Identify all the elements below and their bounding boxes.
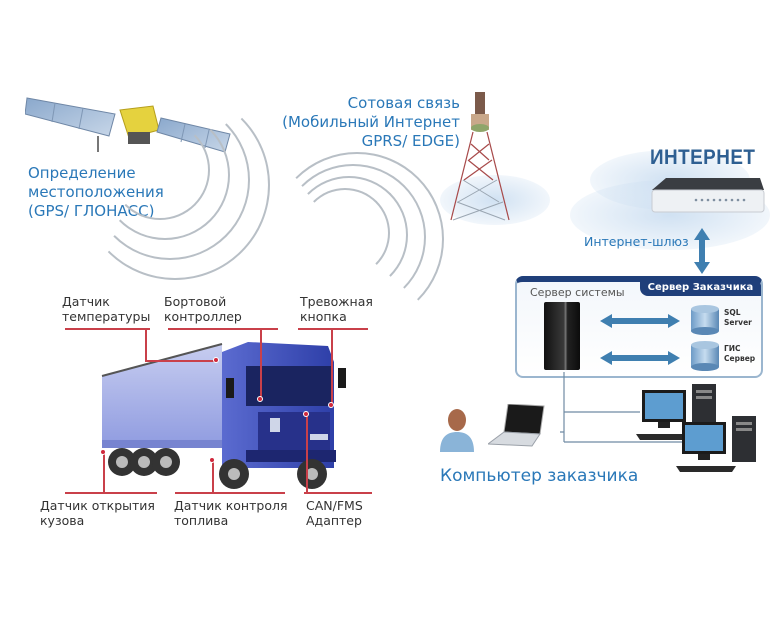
gis-sync-arrow-icon (600, 350, 680, 365)
system-server-tab: Сервер системы (530, 286, 625, 299)
internet-title: ИНТЕРНЕТ (650, 146, 756, 169)
onboard-controller-label: Бортовой контроллер (164, 294, 242, 324)
sql-database-icon (690, 304, 720, 336)
body-open-sensor-label: Датчик открытия кузова (40, 498, 155, 528)
customer-computer-label: Компьютер заказчика (440, 466, 639, 486)
truck-icon (98, 338, 370, 498)
alarm-button-label: Тревожная кнопка (300, 294, 373, 324)
fuel-sensor-label: Датчик контроля топлива (174, 498, 288, 528)
gis-server-label: ГИС Сервер (724, 344, 756, 363)
gateway-double-arrow-icon (694, 228, 710, 274)
user-avatar-icon (440, 406, 474, 452)
can-fms-adapter-label: CAN/FMS Адаптер (306, 498, 363, 528)
desktop-computer-icon (636, 384, 722, 440)
customer-server-tab: Сервер Заказчика (640, 280, 761, 296)
router-icon (648, 176, 766, 218)
gateway-label: Интернет-шлюз (584, 234, 689, 249)
fuel-sensor-marker (209, 457, 215, 463)
server-tower-icon (542, 302, 582, 372)
alarm-button-marker (328, 402, 334, 408)
can-fms-adapter-marker (303, 411, 309, 417)
temperature-sensor-marker (213, 357, 219, 363)
temperature-sensor-label: Датчик температуры (62, 294, 151, 324)
sql-sync-arrow-icon (600, 313, 680, 328)
cell-tower-icon (445, 88, 515, 228)
onboard-controller-marker (257, 396, 263, 402)
laptop-icon (486, 403, 548, 448)
desktop-computer-icon (676, 416, 762, 472)
body-open-sensor-marker (100, 449, 106, 455)
sql-server-label: SQL Server (724, 308, 752, 327)
gis-database-icon (690, 340, 720, 372)
cellular-label: Сотовая связь (Мобильный Интернет GPRS/ … (282, 94, 460, 150)
